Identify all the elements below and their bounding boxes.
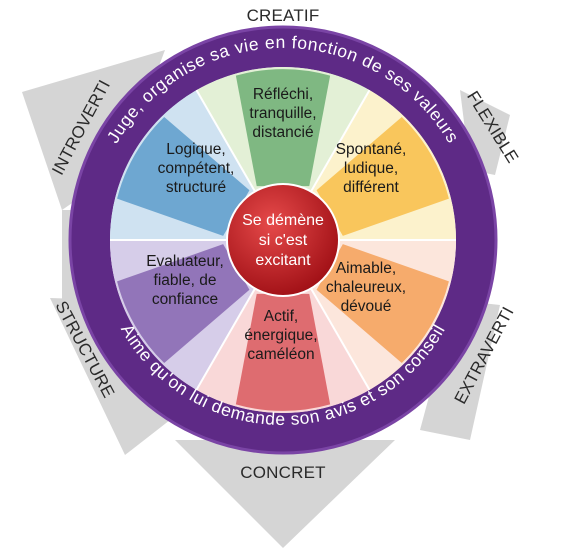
segment-label-bottom: Actif,: [264, 308, 298, 325]
segment-accent-top: [235, 69, 331, 187]
segment-label-top: distancié: [252, 124, 313, 141]
segment-label-upper-left: Logique,: [166, 141, 225, 158]
segment-accent-upper-right: [316, 116, 449, 236]
arrow-top-left: [22, 50, 165, 210]
segment-label-lower-right: Aimable,: [336, 260, 396, 277]
center-label-line: si c'est: [259, 232, 308, 249]
segment-label-bottom: caméléon: [247, 346, 314, 363]
segment-label-lower-left: confiance: [152, 291, 218, 308]
segment-label-upper-right: Spontané,: [336, 141, 407, 158]
segment-label-bottom: énergique,: [244, 327, 317, 344]
segment-accent-lower-right: [316, 244, 449, 364]
direction-arrows: [22, 32, 510, 548]
arrow-bottom-left: [50, 298, 170, 455]
segment-accent-upper-left: [117, 116, 250, 236]
segment-label-lower-left: Evaluateur,: [146, 253, 224, 270]
segment-label-lower-right: chaleureux,: [326, 279, 406, 296]
divider-line: [310, 287, 371, 391]
segment-label-upper-left: structuré: [166, 179, 226, 196]
divider-line: [195, 287, 256, 391]
segments: [110, 67, 456, 413]
center-circle: [226, 183, 340, 297]
arrow-bottom: [175, 440, 395, 548]
center-label-line: Se démène: [242, 212, 324, 229]
segment-accent-lower-left: [117, 244, 250, 364]
center-label-line: excitant: [255, 252, 311, 269]
segment-label-upper-left: compétent,: [158, 160, 235, 177]
segment-accent-bottom: [235, 293, 331, 411]
label-concret: CONCRET: [240, 463, 325, 482]
label-creatif: CREATIF: [247, 6, 320, 25]
segment-label-top: Réfléchi,: [253, 86, 313, 103]
segment-label-lower-right: dévoué: [341, 298, 392, 315]
arrow-bottom-right: [420, 300, 500, 440]
divider-line: [310, 89, 371, 193]
segment-label-upper-right: ludique,: [344, 160, 398, 177]
segment-label-lower-left: fiable, de: [154, 272, 217, 289]
segment-dividers: [110, 89, 456, 391]
divider-line: [195, 89, 256, 193]
segment-label-top: tranquille,: [249, 105, 316, 122]
outer-ring-edge: [68, 25, 498, 455]
center-text: Se démène si c'est excitant: [242, 212, 324, 269]
segment-label-upper-right: différent: [343, 179, 399, 196]
